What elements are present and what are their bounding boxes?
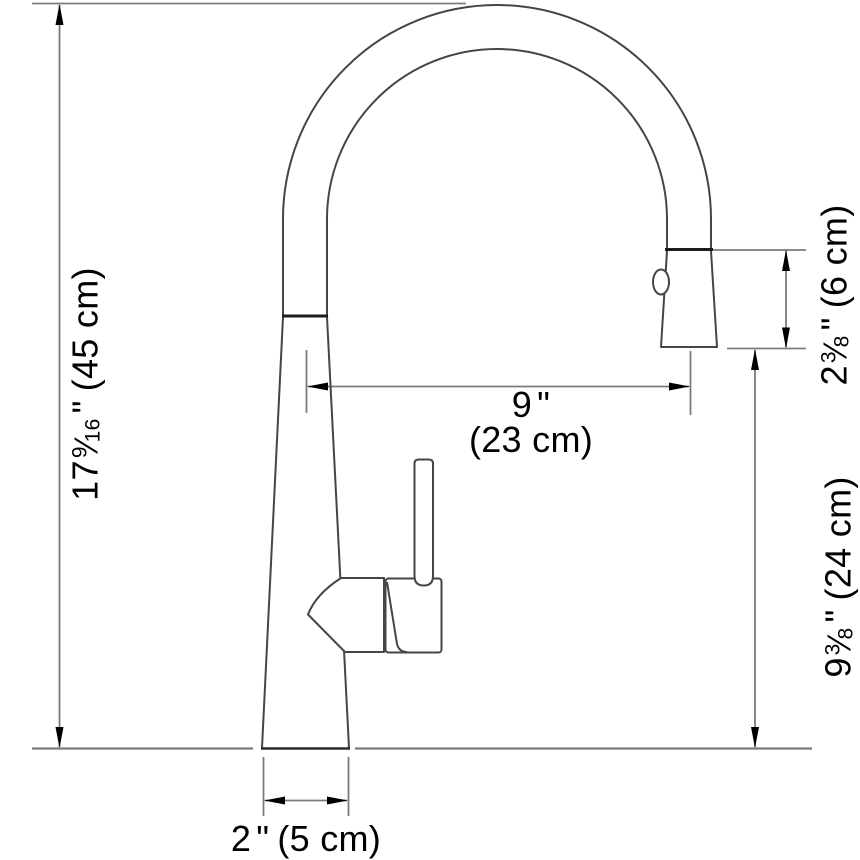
overall-height-denominator: 16 — [81, 418, 105, 443]
faucet-body-left-edge — [261, 316, 284, 749]
overall-height-numerator: 9 — [68, 446, 92, 459]
spray-head-whole: 2 — [813, 365, 855, 386]
handle-lever — [413, 458, 434, 587]
handle-valve-block — [384, 577, 443, 654]
spout-reach-metric-line: (23 cm) — [468, 419, 594, 460]
spray-head — [660, 250, 718, 348]
spout-reach-metric: (23 cm) — [468, 419, 594, 460]
clearance-metric: (24 cm) — [817, 476, 859, 601]
handle-assembly — [307, 458, 443, 654]
arrowheads — [55, 4, 790, 805]
faucet-body-right-edge — [326, 316, 350, 749]
faucet-outline — [261, 4, 718, 750]
arrow-right-reach — [669, 382, 690, 391]
spray-button — [652, 268, 670, 296]
arrow-up-clearance — [751, 349, 759, 370]
arrow-left-reach — [307, 382, 328, 391]
dim-label-spray-head-height: 23⁄8"(6 cm) — [812, 205, 860, 386]
base-width-value: 2 — [230, 818, 252, 859]
spray-head-metric: (6 cm) — [813, 204, 855, 309]
arrow-up-sprayhead — [782, 250, 790, 271]
dim-label-spout-reach: 9" (23 cm) — [468, 384, 594, 460]
arrow-down-sprayhead — [782, 327, 790, 349]
clearance-numerator: 3 — [821, 643, 845, 656]
spray-head-inch-mark: " — [813, 317, 855, 331]
handle-wedge — [307, 577, 385, 653]
arrow-down-clearance — [751, 727, 759, 748]
arrow-right-base — [327, 796, 348, 805]
overall-height-metric: (45 cm) — [64, 267, 106, 392]
overall-height-whole: 17 — [64, 460, 106, 501]
clearance-inch-mark: " — [817, 609, 859, 623]
spray-head-denominator: 8 — [830, 335, 854, 348]
overall-height-inch-mark: " — [64, 400, 106, 414]
dim-label-clearance-height: 93⁄8"(24 cm) — [816, 476, 860, 677]
spout-reach-value: 9 — [511, 384, 533, 425]
clearance-denominator: 8 — [834, 627, 858, 640]
spout-reach-inches-line: 9" — [469, 384, 593, 425]
base-width-inch-mark: " — [256, 818, 270, 859]
clearance-whole: 9 — [817, 657, 859, 678]
arrow-down-overall — [55, 727, 64, 748]
spout-arc-outer — [282, 4, 712, 317]
arrow-left-base — [264, 796, 285, 805]
dim-label-overall-height: 179⁄16"(45 cm) — [63, 267, 112, 501]
spray-head-numerator: 3 — [817, 351, 841, 364]
spout-reach-inch-mark: " — [537, 384, 551, 425]
arrow-up-overall — [55, 4, 64, 25]
base-width-metric: (5 cm) — [277, 818, 382, 859]
spout-arc-inner — [326, 48, 668, 317]
handle-detail-line — [386, 581, 408, 653]
dim-label-base-width: 2"(5 cm) — [230, 818, 382, 859]
